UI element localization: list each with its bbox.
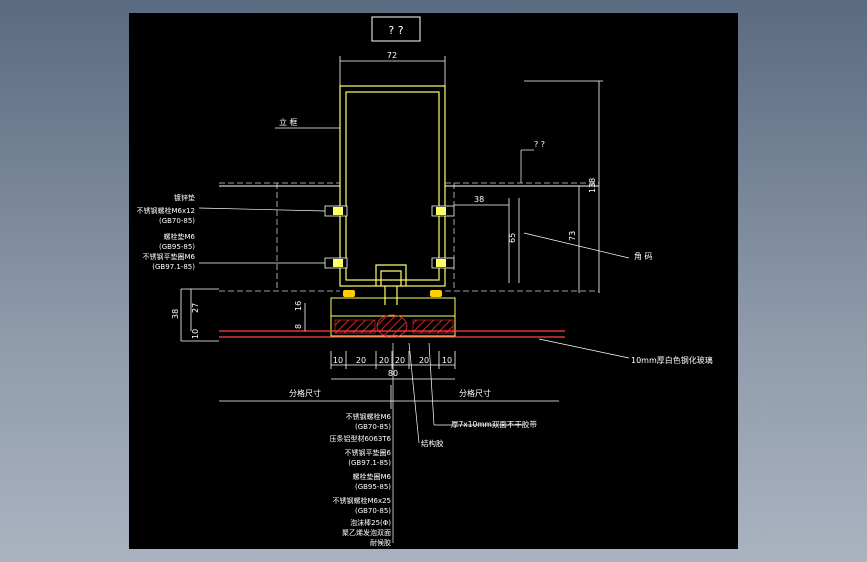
cladding-dashed xyxy=(219,182,599,292)
dim-b20d: 20 xyxy=(419,356,429,365)
svg-text:不锈钢平垫圈6: 不锈钢平垫圈6 xyxy=(345,448,392,457)
svg-text:(GB70-85): (GB70-85) xyxy=(355,507,391,515)
label-corner-code: 角 码 xyxy=(634,251,653,261)
mullion-profile xyxy=(339,85,446,305)
grid-size-right: 分格尺寸 xyxy=(459,388,491,398)
dim-b10b: 10 xyxy=(442,356,452,365)
svg-text:(GB70-85): (GB70-85) xyxy=(355,423,391,431)
svg-text:不锈钢平垫圈M6: 不锈钢平垫圈M6 xyxy=(143,252,196,261)
svg-text:螺栓垫圈M6: 螺栓垫圈M6 xyxy=(353,472,392,481)
dim-left27: 27 xyxy=(191,303,200,313)
backer-rod xyxy=(376,314,408,338)
bolt-fills xyxy=(333,207,446,267)
svg-text:耐候胶: 耐候胶 xyxy=(370,538,391,547)
seal-blocks xyxy=(343,290,442,297)
svg-text:(GB97.1-85): (GB97.1-85) xyxy=(348,459,391,467)
bottom-notes: 不锈钢螺栓M6 (GB70-85) 压条铝型材6063T6 不锈钢平垫圈6 (G… xyxy=(329,412,391,547)
dim-right xyxy=(454,80,603,293)
title-box-text: ? ? xyxy=(388,24,403,37)
left-notes: 镀锌垫 不锈钢螺栓M6x12 (GB70-85) 螺栓垫M6 (GB95-85)… xyxy=(136,193,195,271)
label-mullion: 立 框 xyxy=(279,117,298,127)
title-box xyxy=(371,16,421,42)
glass-pane xyxy=(219,330,565,338)
dim-top-width-text: 72 xyxy=(387,51,397,60)
label-tape-note: 厚7x10mm双面不干胶带 xyxy=(451,419,537,429)
dim-b10a: 10 xyxy=(333,356,343,365)
spacer-left xyxy=(334,319,376,334)
svg-text:泡沫棒25(Φ): 泡沫棒25(Φ) xyxy=(350,518,391,527)
leader-lines xyxy=(198,127,630,543)
cad-drawing: ? ? 72 xyxy=(136,16,713,547)
svg-text:镀锌垫: 镀锌垫 xyxy=(174,193,195,202)
svg-text:(GB95-85): (GB95-85) xyxy=(355,483,391,491)
svg-text:聚乙烯发泡双面: 聚乙烯发泡双面 xyxy=(342,528,391,537)
spacer-right xyxy=(412,319,454,334)
dim-left16: 16 xyxy=(294,301,303,311)
dim-b20b: 20 xyxy=(379,356,389,365)
dim-h73: 73 xyxy=(568,231,577,241)
dim-left xyxy=(180,288,306,342)
dim-top-width xyxy=(339,56,446,88)
dim-w38: 38 xyxy=(474,195,484,204)
svg-text:(GB95-85): (GB95-85) xyxy=(159,243,195,251)
dim-left10: 10 xyxy=(191,329,200,339)
svg-text:压条铝型材6063T6: 压条铝型材6063T6 xyxy=(329,434,391,443)
dim-b20a: 20 xyxy=(356,356,366,365)
svg-text:螺栓垫M6: 螺栓垫M6 xyxy=(164,232,196,241)
dim-b20c: 20 xyxy=(395,356,405,365)
dim-h138: 138 xyxy=(588,178,597,193)
bolts xyxy=(324,205,455,269)
svg-text:不锈钢螺栓M6x12: 不锈钢螺栓M6x12 xyxy=(136,206,195,215)
grid-size-lines xyxy=(219,385,559,409)
cad-viewport[interactable]: ? ? 72 xyxy=(129,13,738,549)
svg-text:不锈钢螺栓M6: 不锈钢螺栓M6 xyxy=(346,412,392,421)
svg-text:(GB70-85): (GB70-85) xyxy=(159,217,195,225)
label-question: ? ? xyxy=(534,140,545,149)
label-sealant-note: 结构胶 xyxy=(421,438,444,448)
svg-text:不锈钢螺栓M6x25: 不锈钢螺栓M6x25 xyxy=(332,496,391,505)
svg-text:(GB97.1-85): (GB97.1-85) xyxy=(152,263,195,271)
dim-h65: 65 xyxy=(508,233,517,243)
label-glass-note: 10mm厚白色钢化玻璃 xyxy=(631,355,713,365)
grid-size-left: 分格尺寸 xyxy=(289,388,321,398)
dim-left38: 38 xyxy=(171,309,180,319)
dim-left8: 8 xyxy=(294,324,303,329)
